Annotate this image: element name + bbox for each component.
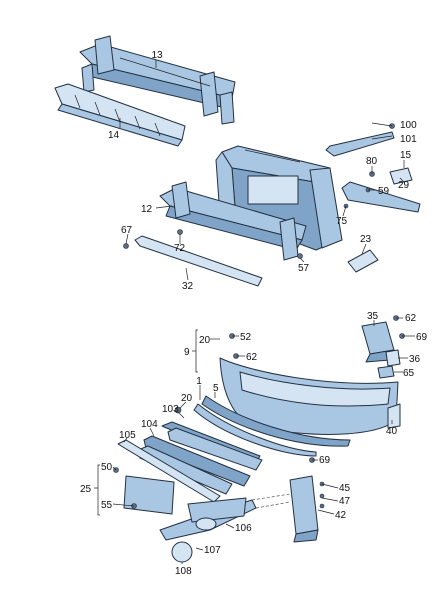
callout-35: 35: [367, 311, 379, 322]
callout-labels: 13 14 100 101 80 15 59 29 12 75 67 72 23…: [80, 50, 428, 577]
callout-14: 14: [108, 130, 120, 141]
part-23-cap: [347, 249, 379, 273]
callout-80: 80: [366, 156, 378, 167]
callout-50: 50: [101, 462, 113, 473]
callout-103: 103: [162, 404, 179, 415]
callout-23: 23: [360, 234, 372, 245]
callout-55: 55: [101, 500, 113, 511]
callout-108: 108: [175, 566, 192, 577]
bumper-cover: [193, 357, 399, 457]
part-105-strip: [117, 439, 221, 503]
callout-47: 47: [339, 496, 351, 507]
callout-104: 104: [141, 419, 158, 430]
callout-101: 101: [400, 134, 417, 145]
part-104-grille: [137, 406, 263, 495]
leader-lines: [94, 60, 415, 564]
part-42-side-bracket: [289, 475, 325, 543]
callout-69-upper: 69: [416, 332, 428, 343]
callout-40: 40: [386, 426, 398, 437]
callout-72: 72: [174, 243, 186, 254]
callout-32: 32: [182, 281, 194, 292]
part-35-side-bracket: [361, 315, 405, 429]
callout-65: 65: [403, 368, 415, 379]
callout-12: 12: [141, 204, 153, 215]
callout-9: 9: [184, 347, 190, 358]
callout-20-lower: 20: [181, 393, 193, 404]
part-32-spoiler-strip: [123, 229, 303, 287]
callout-5: 5: [213, 383, 219, 394]
callout-15: 15: [400, 150, 412, 161]
callout-29: 29: [398, 180, 410, 191]
callout-106: 106: [235, 523, 252, 534]
part-12-lower-bar: [159, 181, 307, 261]
part-25-plate: [113, 467, 175, 515]
callout-100: 100: [400, 120, 417, 131]
callout-20-upper: 20: [199, 335, 211, 346]
callout-67: 67: [121, 225, 133, 236]
callout-62-lower: 62: [246, 352, 258, 363]
callout-69-lower: 69: [319, 455, 331, 466]
callout-107: 107: [204, 545, 221, 556]
part-101-bracket: [325, 123, 395, 157]
callout-59: 59: [378, 186, 390, 197]
callout-25: 25: [80, 484, 92, 495]
callout-36: 36: [409, 354, 421, 365]
callout-105: 105: [119, 430, 136, 441]
callout-1: 1: [196, 376, 202, 387]
callout-45: 45: [339, 483, 351, 494]
callout-13: 13: [151, 50, 163, 61]
callout-52: 52: [240, 332, 252, 343]
part-106-lower-grille: [159, 493, 291, 563]
callout-42: 42: [335, 510, 347, 521]
callout-75: 75: [336, 216, 348, 227]
part-13-reinforcement-bar: [79, 35, 236, 125]
callout-62-upper: 62: [405, 313, 417, 324]
callout-57: 57: [298, 263, 310, 274]
